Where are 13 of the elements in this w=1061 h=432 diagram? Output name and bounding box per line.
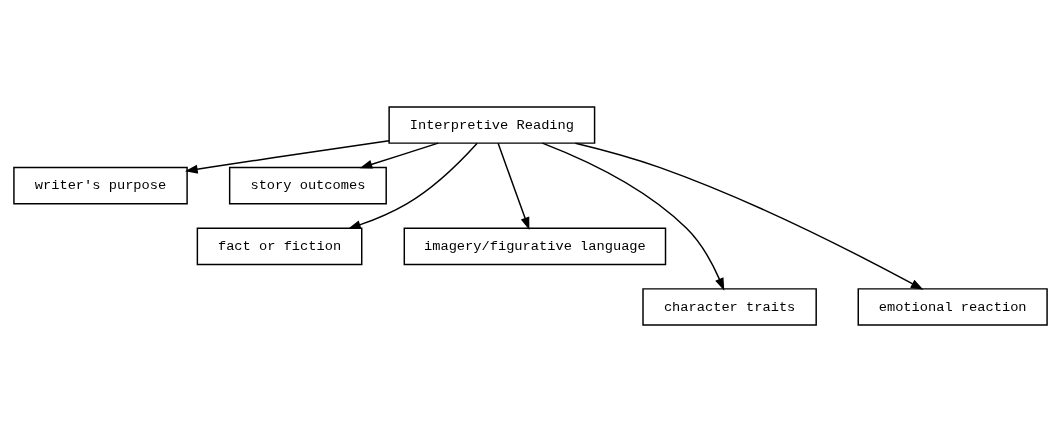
arrow xyxy=(359,142,439,169)
arrow xyxy=(497,142,530,231)
node-box: fact or fiction xyxy=(196,227,363,266)
arrow xyxy=(184,140,390,174)
node-box: imagery/figurative language xyxy=(403,227,667,266)
node-box: Interpretive Reading xyxy=(388,106,596,144)
arrow xyxy=(541,142,725,291)
node-box: character traits xyxy=(642,288,817,326)
node-box: writer's purpose xyxy=(13,166,188,205)
arrow xyxy=(574,142,924,290)
node-box: emotional reaction xyxy=(857,288,1048,326)
node-box: story outcomes xyxy=(228,166,387,205)
arrow xyxy=(348,142,478,229)
